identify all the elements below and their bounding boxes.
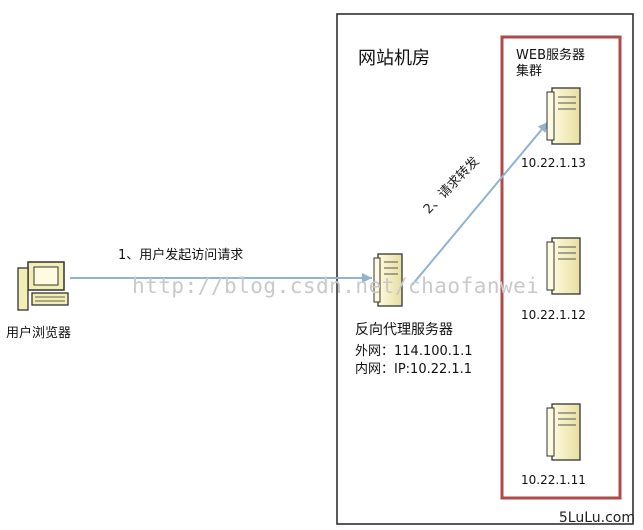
request-label: 1、用户发起访问请求 <box>118 248 244 263</box>
web-server-icon <box>546 403 581 461</box>
machine-room-box <box>336 13 634 525</box>
computer-icon <box>17 261 69 311</box>
web-cluster-box <box>500 35 622 500</box>
machine-room-title: 网站机房 <box>358 48 430 69</box>
server-ip-label: 10.22.1.11 <box>521 473 586 487</box>
proxy-title: 反向代理服务器 <box>355 322 453 338</box>
web-server-icon <box>546 87 581 145</box>
proxy-outer-ip: 外网：114.100.1.1 <box>355 344 473 359</box>
client-label: 用户浏览器 <box>6 326 72 341</box>
server-ip-label: 10.22.1.13 <box>521 156 586 170</box>
site-mark: 5LuLu.com <box>558 510 635 526</box>
web-server-icon <box>546 237 581 295</box>
proxy-server-icon <box>373 253 403 307</box>
forward-arrow <box>411 121 549 286</box>
cluster-title-line1: WEB服务器 <box>516 48 585 63</box>
server-ip-label: 10.22.1.12 <box>521 308 586 322</box>
watermark-text: http://blog.csdn.net/chaofanwei <box>132 274 540 298</box>
cluster-title-line2: 集群 <box>516 64 543 79</box>
proxy-inner-ip: 内网：IP:10.22.1.1 <box>355 362 473 377</box>
